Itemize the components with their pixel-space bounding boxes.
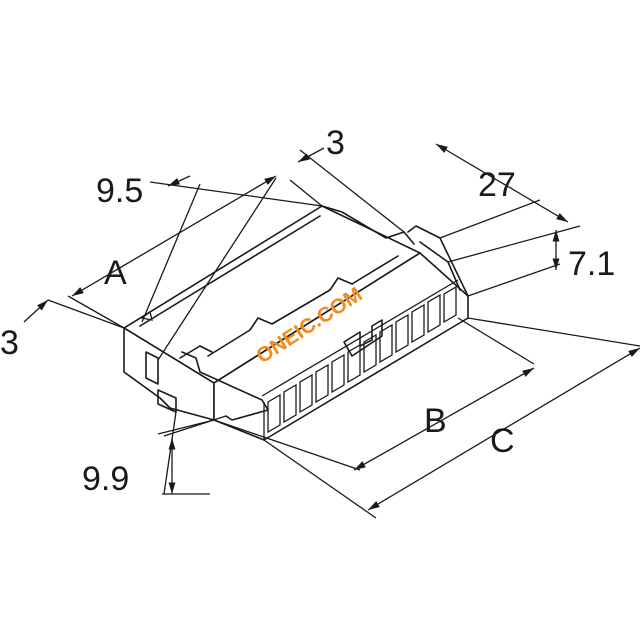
left-tab xyxy=(145,351,159,385)
dim-line-3-left xyxy=(23,299,49,323)
dim-line-27 xyxy=(435,143,569,223)
dim-line-9-5 xyxy=(167,175,191,187)
dim-line-c xyxy=(367,347,640,511)
top-latch-body xyxy=(407,225,469,297)
top-latch-ridge xyxy=(321,205,415,245)
dim-label-7-1: 7.1 xyxy=(568,245,615,283)
top-rail-2 xyxy=(207,255,399,357)
dim-label-9-9: 9.9 xyxy=(82,460,129,498)
dim-label-3-top: 3 xyxy=(326,124,345,162)
dim-label-3-left: 3 xyxy=(0,324,19,362)
dim-label-9-5: 9.5 xyxy=(96,172,143,210)
dim-label-b: B xyxy=(424,402,447,440)
dim-line-3-top xyxy=(297,147,325,163)
dimension-lines xyxy=(23,143,640,511)
left-latch xyxy=(181,351,269,421)
dim-line-a xyxy=(71,175,277,297)
polarization-mark xyxy=(140,310,153,321)
center-latch xyxy=(343,319,383,357)
dim-label-27: 27 xyxy=(478,166,516,204)
dim-label-a: A xyxy=(104,254,127,292)
dim-label-c: C xyxy=(490,422,515,460)
